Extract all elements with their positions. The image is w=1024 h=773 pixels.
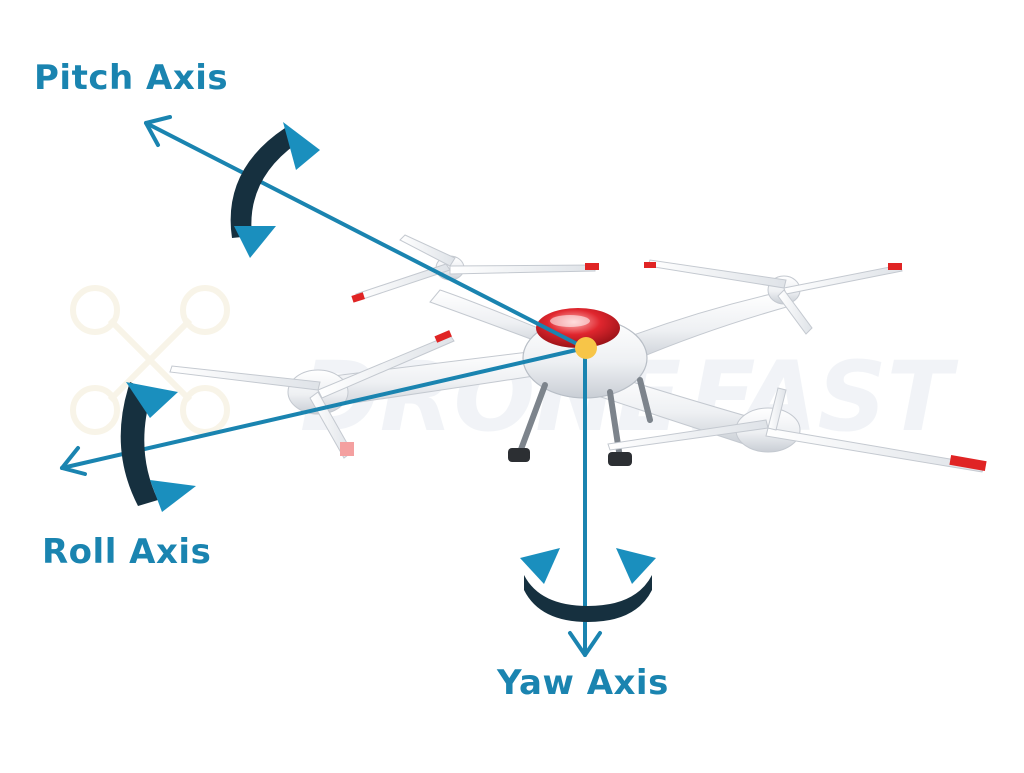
propeller-right-front [607,387,987,473]
yaw-axis-label: Yaw Axis [497,663,669,703]
landing-foot-left [508,448,530,462]
pitch-axis-label: Pitch Axis [34,58,229,98]
pitch-axis-line [144,115,587,350]
propeller-left-rear [351,234,599,303]
landing-foot-right [608,452,632,466]
yaw-axis-line [568,346,602,657]
roll-axis-line [60,346,587,476]
center-of-gravity-dot [575,337,597,359]
rotation-arrow-icon [120,382,196,512]
drone-illustration [169,234,987,473]
rotation-arrow-icon [520,548,656,622]
rotation-arrow-icon [230,122,320,258]
watermark-drone-icon [70,285,230,435]
axes [60,115,602,657]
roll-axis-label: Roll Axis [42,532,212,572]
canopy-highlight [550,315,590,327]
propeller-right-rear [644,259,903,335]
